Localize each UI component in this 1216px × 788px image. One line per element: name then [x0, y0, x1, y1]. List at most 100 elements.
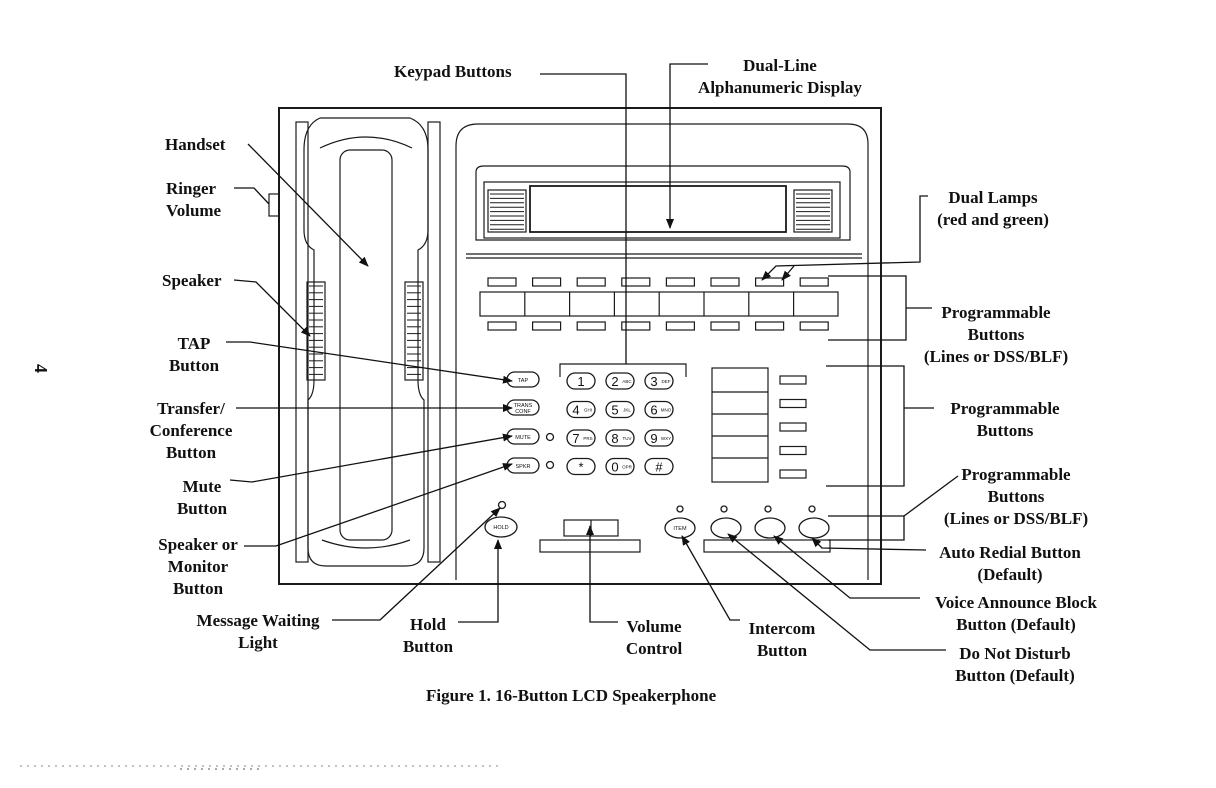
side-programmable-button[interactable] — [779, 398, 807, 409]
label-hold-button: Hold Button — [398, 614, 458, 658]
figure-caption: Figure 1. 16-Button LCD Speakerphone — [426, 686, 717, 705]
programmable-button[interactable] — [665, 277, 696, 287]
lcd-vent-left — [487, 189, 527, 233]
side-programmable-button[interactable] — [779, 445, 807, 456]
leader-lamps-b — [781, 265, 795, 281]
keypad-digit: * — [578, 460, 583, 475]
label-volume-line-1: Volume — [626, 617, 682, 636]
leader-dnd — [727, 533, 946, 651]
programmable-button[interactable] — [487, 277, 517, 287]
mute-key-label: MUTE — [515, 435, 531, 441]
leader-mute — [229, 433, 513, 483]
keypad-key[interactable]: * — [566, 457, 596, 476]
keypad-key[interactable]: # — [644, 457, 674, 476]
keypad-digit: 0 — [611, 460, 618, 475]
label-volume-control: Volume Control — [612, 616, 696, 660]
face-panel — [455, 123, 869, 580]
programmable-button[interactable] — [576, 321, 606, 331]
keypad-digit: 4 — [572, 403, 579, 418]
keypad-letters: JKL — [623, 408, 631, 413]
programmable-button[interactable] — [487, 321, 517, 331]
label-transfer-line-1: Transfer/ — [157, 399, 225, 418]
side-programmable-button[interactable] — [779, 422, 807, 432]
programmable-button[interactable] — [621, 277, 651, 287]
programmable-button[interactable] — [754, 321, 785, 331]
label-dnd-line-1: Do Not Disturb — [959, 644, 1071, 663]
label-prog1-line-1: Programmable — [941, 303, 1051, 322]
label-mute-button: Mute Button — [166, 476, 238, 520]
label-hold-line-1: Hold — [410, 615, 446, 634]
label-hold-line-2: Button — [402, 637, 454, 656]
dnd-led — [720, 505, 728, 513]
redial-led — [808, 505, 816, 513]
programmable-button[interactable] — [531, 277, 562, 287]
programmable-button[interactable] — [621, 321, 651, 331]
label-ringer-line-1: Ringer — [166, 179, 217, 198]
label-transfer-conference: Transfer/ Conference Button — [136, 398, 246, 464]
label-redial-line-2: (Default) — [977, 565, 1043, 584]
label-msg-line-1: Message Waiting — [196, 611, 320, 630]
cradle-left-rail — [295, 121, 309, 563]
programmable-button[interactable] — [576, 277, 606, 287]
keypad-key[interactable]: 4 GHI — [566, 400, 596, 419]
programmable-button[interactable] — [754, 277, 785, 287]
keypad-letters: ABC — [622, 379, 632, 384]
phone-body — [278, 107, 882, 585]
bracket-prog2 — [826, 365, 905, 487]
programmable-button[interactable] — [531, 321, 562, 331]
label-handset: Handset — [165, 135, 226, 154]
side-programmable-button[interactable] — [779, 375, 807, 385]
programmable-button[interactable] — [710, 321, 740, 331]
cradle-right-rail — [427, 121, 441, 563]
label-message-waiting: Message Waiting Light — [180, 610, 336, 654]
label-display-line-2: Alphanumeric Display — [698, 78, 862, 97]
label-ringer-line-2: Volume — [166, 201, 222, 220]
label-ringer-volume: Ringer Volume — [166, 178, 221, 222]
label-vab-line-2: Button (Default) — [956, 615, 1076, 634]
spkr-key-label: SPKR — [516, 464, 531, 470]
keypad-bracket — [559, 363, 687, 377]
programmable-button[interactable] — [799, 321, 829, 331]
label-keypad-buttons: Keypad Buttons — [394, 62, 512, 81]
programmable-button[interactable] — [799, 277, 829, 287]
label-intercom-line-1: Intercom — [748, 619, 816, 638]
label-prog1-line-3: (Lines or DSS/BLF) — [923, 347, 1069, 366]
leader-spkr — [244, 463, 513, 547]
keypad-digit: 1 — [577, 374, 584, 389]
handset-earpiece — [319, 136, 413, 149]
keypad-digit: 7 — [572, 431, 579, 446]
bezel — [475, 165, 851, 241]
keypad-digit: 3 — [650, 374, 657, 389]
leader-ringer — [234, 187, 270, 205]
keypad-letters: GHI — [584, 408, 592, 413]
label-vab-line-1: Voice Announce Block — [935, 593, 1097, 612]
page-number: 4 — [31, 364, 51, 373]
ringer-volume-knob — [268, 193, 280, 217]
leader-speaker — [233, 279, 311, 337]
leader-keypad — [540, 73, 627, 364]
label-mute-line-2: Button — [176, 499, 228, 518]
keypad-key[interactable]: 1 — [566, 372, 596, 390]
side-programmable-button[interactable] — [779, 469, 807, 479]
label-spkr-line-1: Speaker or — [158, 535, 238, 554]
bracket-prog3 — [828, 515, 905, 541]
leader-handset — [247, 143, 369, 267]
programmable-button[interactable] — [665, 321, 696, 331]
redial-key — [798, 517, 830, 539]
leader-volume — [586, 525, 618, 623]
vab-led — [764, 505, 772, 513]
keypad-letters: TUV — [623, 436, 632, 441]
programmable-button[interactable] — [710, 277, 740, 287]
label-programmable-top: Programmable Buttons (Lines or DSS/BLF) — [908, 302, 1084, 368]
vab-key — [754, 517, 786, 539]
label-tap-button: TAP Button — [156, 333, 232, 377]
